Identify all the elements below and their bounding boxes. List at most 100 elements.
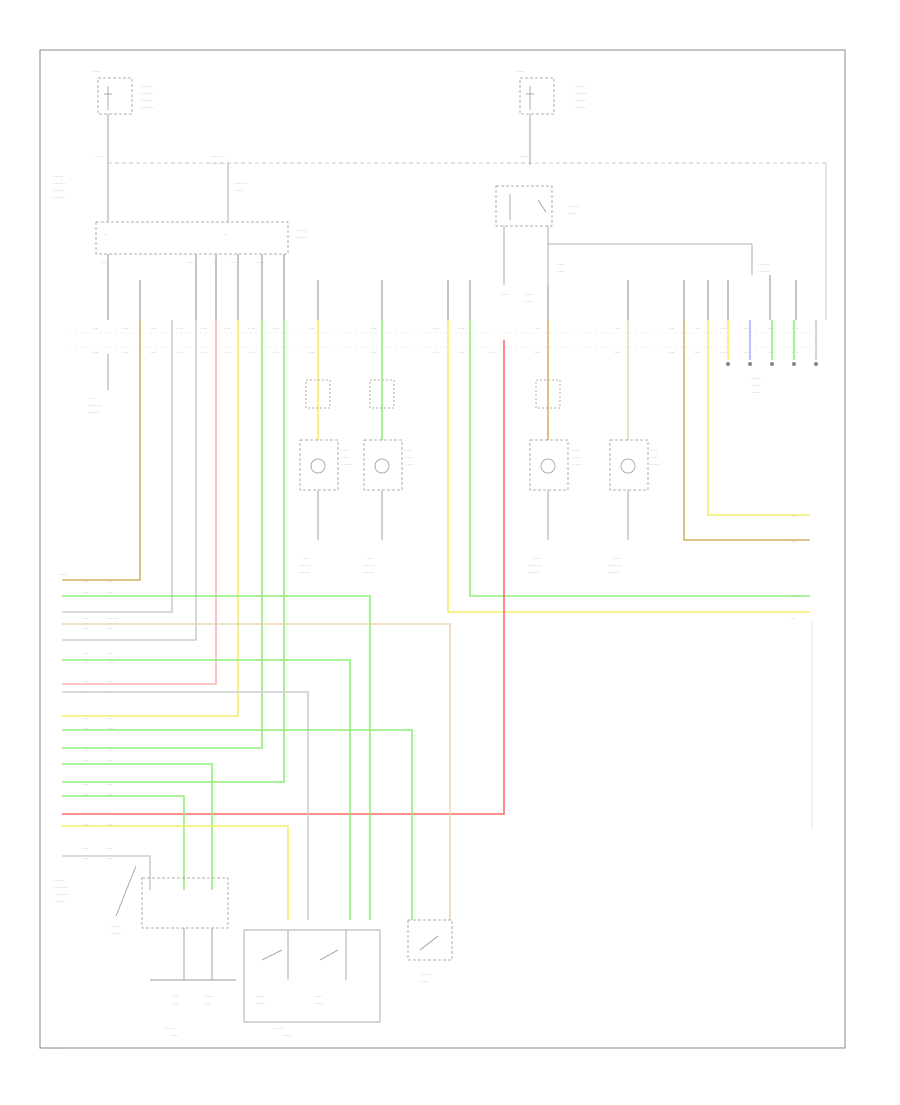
svg-text:·····: ····· (204, 994, 213, 1000)
svg-text:·····: ····· (752, 383, 761, 389)
svg-text:·······: ······· (54, 899, 66, 905)
svg-text:····: ···· (176, 350, 183, 356)
svg-text:·····: ····· (612, 556, 621, 562)
svg-text:·······: ······· (52, 188, 64, 194)
svg-text:······: ······ (342, 462, 352, 468)
svg-text:····: ···· (106, 812, 113, 818)
svg-text:····: ···· (82, 716, 89, 722)
lamp-1-label: ···· (342, 448, 349, 454)
svg-text:······: ······ (256, 1001, 266, 1007)
svg-text:····: ···· (458, 350, 465, 356)
svg-text:······: ······ (314, 1001, 324, 1007)
svg-text:·········: ········· (210, 161, 225, 167)
svg-text:····: ···· (150, 350, 157, 356)
svg-text:····: ···· (82, 748, 89, 754)
svg-text:·····: ····· (500, 292, 509, 298)
fuse-left-label: ····· (92, 69, 101, 75)
svg-text:····: ···· (150, 326, 157, 332)
svg-text:····: ···· (614, 350, 621, 356)
svg-text:·····: ····· (556, 262, 565, 268)
svg-text:·····: ····· (572, 455, 581, 461)
svg-text:····: ···· (792, 326, 799, 332)
relay-block-label: ······ (568, 204, 579, 210)
svg-text:·······: ······· (574, 105, 586, 111)
svg-text:····: ···· (92, 326, 99, 332)
svg-text:····: ···· (82, 822, 89, 828)
svg-text:·······: ······· (758, 262, 770, 268)
svg-text:····: ···· (370, 350, 377, 356)
svg-text:····: ···· (614, 326, 621, 332)
svg-text:·····: ····· (366, 556, 375, 562)
svg-text:····: ···· (248, 326, 255, 332)
junction-block-label: ······ (296, 228, 307, 234)
svg-text:······: ······ (556, 269, 566, 275)
svg-text:····: ···· (488, 350, 495, 356)
svg-text:····: ···· (106, 716, 113, 722)
switch-left-label: ······ (164, 1026, 175, 1032)
ground-left: ···· ········ ······· (88, 354, 109, 416)
svg-text:·····: ····· (532, 556, 541, 562)
svg-text:·····: ····· (256, 994, 265, 1000)
svg-text:·······: ······· (88, 410, 100, 416)
svg-text:····: ···· (106, 626, 113, 632)
svg-text:····: ···· (248, 350, 255, 356)
svg-text:··: ·· (104, 232, 108, 238)
svg-text:········: ········ (140, 105, 154, 111)
svg-text:····: ···· (534, 350, 541, 356)
harness-labels: ······ ········ ········ ··········· ···… (58, 514, 797, 862)
svg-text:····: ···· (308, 326, 315, 332)
lamp-4-label: ···· (650, 448, 657, 454)
svg-text:········: ········ (54, 885, 68, 891)
power-bus: ····· ········· ········· ····· ······· … (52, 114, 827, 320)
svg-text:·····: ····· (256, 260, 265, 266)
svg-text:····: ···· (204, 1001, 211, 1007)
svg-text:····: ···· (172, 994, 179, 1000)
svg-text:····: ···· (172, 1001, 179, 1007)
junction-block: ······ ······· ·· ·· ···· ····· ··· ····… (95, 221, 308, 266)
svg-text:·······: ······· (528, 570, 540, 576)
svg-text:········: ········ (234, 181, 248, 187)
svg-text:········: ········ (52, 195, 66, 201)
svg-text:····: ···· (308, 350, 315, 356)
diagram-frame (39, 49, 846, 1049)
svg-text:····: ···· (82, 651, 89, 657)
svg-text:····: ···· (82, 579, 89, 585)
svg-text:····: ···· (272, 350, 279, 356)
svg-text:········: ········ (52, 181, 66, 187)
svg-text:·······: ······· (110, 931, 122, 937)
svg-text:····: ···· (82, 690, 89, 696)
svg-text:·······: ······· (52, 174, 64, 180)
footer-code: ······· (48, 1046, 60, 1052)
svg-text:·····: ····· (752, 390, 761, 396)
svg-text:····: ···· (82, 792, 89, 798)
svg-text:·····: ····· (568, 211, 577, 217)
lamp-2-label: ···· (404, 448, 411, 454)
svg-text:·····: ····· (404, 455, 413, 461)
lamp-4: ···· ····· ······ ····· ········ ······· (608, 439, 660, 576)
svg-text:·········: ········· (210, 154, 225, 160)
switch-middle: ······ ······ ····· ······ ····· ······ (243, 929, 381, 1039)
svg-text:······: ······ (524, 299, 534, 305)
connector-right-label: ······ (750, 376, 761, 382)
svg-text:·······: ······· (140, 84, 152, 90)
svg-text:····: ···· (744, 350, 751, 356)
svg-text:····: ···· (106, 690, 113, 696)
svg-text:·····: ····· (520, 154, 529, 160)
svg-text:······: ······ (524, 292, 534, 298)
svg-text:····: ···· (790, 539, 797, 545)
svg-text:···: ··· (212, 260, 217, 266)
svg-text:····: ···· (176, 326, 183, 332)
svg-text:····: ···· (82, 856, 89, 862)
lamp-3: ···· ····· ······ ····· ········ ······· (528, 379, 582, 576)
svg-text:·····: ····· (420, 979, 429, 985)
svg-text:····: ···· (272, 326, 279, 332)
svg-text:·····: ····· (314, 994, 323, 1000)
svg-text:····: ···· (106, 590, 113, 596)
svg-text:·····: ····· (95, 154, 104, 160)
connector-row: ···· ···· ···· ···· ···· ···· ···· ···· … (70, 326, 820, 356)
svg-text:····: ···· (106, 846, 113, 852)
svg-text:·······: ······· (140, 98, 152, 104)
svg-text:····: ···· (82, 726, 89, 732)
fuse-left: ····· ······· ········ ······· ········ (92, 69, 154, 115)
